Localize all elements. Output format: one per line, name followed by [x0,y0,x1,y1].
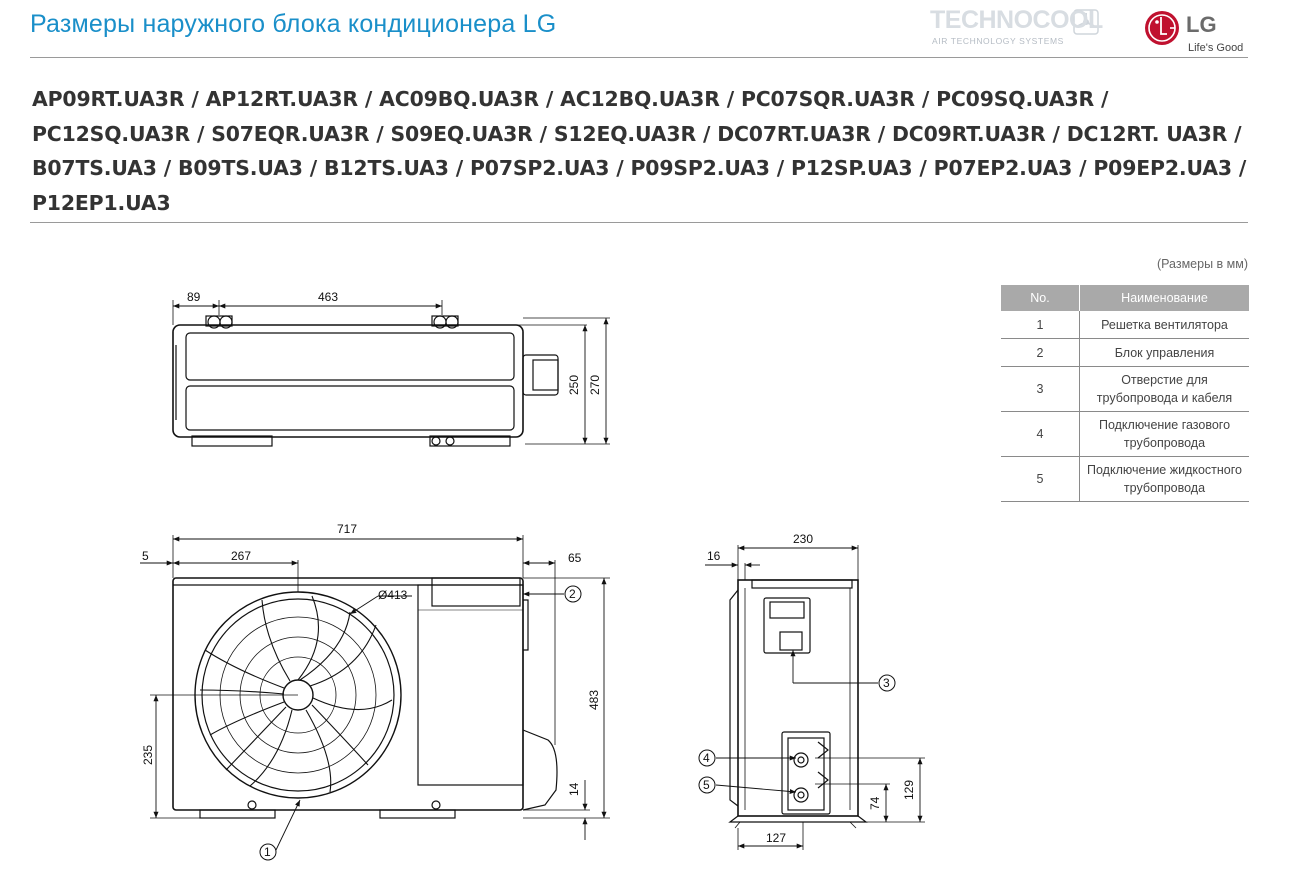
table-row: 1 Решетка вентилятора [1001,311,1249,339]
header-divider [30,57,1248,58]
part-name: Подключение газового трубопровода [1079,411,1249,457]
part-name: Подключение жидкостного трубопровода [1079,456,1249,502]
top-view [172,300,610,447]
part-name: Решетка вентилятора [1079,311,1249,339]
header-name: Наименование [1079,285,1249,311]
side-view [698,545,925,850]
front-view [140,535,610,861]
callout-4: 4 [703,751,710,765]
brand-name: TECHNOCOOL [930,6,1103,34]
dim-front-left-margin: 5 [142,549,149,563]
part-no: 5 [1001,456,1080,502]
lg-slogan: Life's Good [1188,42,1244,54]
part-no: 1 [1001,311,1080,339]
part-no: 2 [1001,338,1080,367]
dim-front-fan-diameter: Ø413 [378,588,408,602]
dim-front-width: 717 [337,522,357,536]
dim-front-right-offset: 65 [568,551,582,565]
dim-front-fan-center-x: 267 [231,549,251,563]
dim-side-gas-height: 129 [902,780,916,800]
lg-wordmark: LG [1186,12,1217,37]
table-row: 4 Подключение газового трубопровода [1001,411,1249,457]
part-name: Отверстие для трубопровода и кабеля [1079,366,1249,412]
dim-side-depth: 230 [793,532,813,546]
dim-top-depth-outer: 270 [588,375,602,395]
dim-top-mount-spacing: 463 [318,290,338,304]
dim-side-offset: 16 [707,549,721,563]
callout-1: 1 [264,845,271,859]
technocool-fan-icon [1073,9,1099,35]
model-list: AP09RT.UA3R / AP12RT.UA3R / AC09BQ.UA3R … [32,87,1247,215]
part-no: 4 [1001,411,1080,457]
models-divider [30,222,1248,223]
parts-table-header: No. Наименование [1001,285,1249,311]
callout-5: 5 [703,778,710,792]
dim-top-depth-inner: 250 [567,375,581,395]
dim-side-foot-spacing: 127 [766,831,786,845]
parts-table: No. Наименование 1 Решетка вентилятора 2… [1001,285,1249,502]
dim-front-height: 483 [587,690,601,710]
header-no: No. [1001,285,1080,311]
table-row: 2 Блок управления [1001,338,1249,367]
units-note: (Размеры в мм) [1156,257,1248,271]
part-name: Блок управления [1079,338,1249,367]
dim-front-fan-center-y: 235 [141,745,155,765]
dim-side-liquid-height: 74 [868,796,882,810]
dim-front-foot-height: 14 [567,782,581,796]
callout-2: 2 [569,587,576,601]
table-row: 5 Подключение жидкостного трубопровода [1001,456,1249,502]
page-title: Размеры наружного блока кондиционера LG [30,10,557,38]
callout-3: 3 [883,676,890,690]
lg-logo-icon [1145,11,1179,45]
part-no: 3 [1001,366,1080,412]
table-row: 3 Отверстие для трубопровода и кабеля [1001,366,1249,412]
brand-tagline: AIR TECHNOLOGY SYSTEMS [932,36,1064,46]
dim-top-left-offset: 89 [187,290,201,304]
